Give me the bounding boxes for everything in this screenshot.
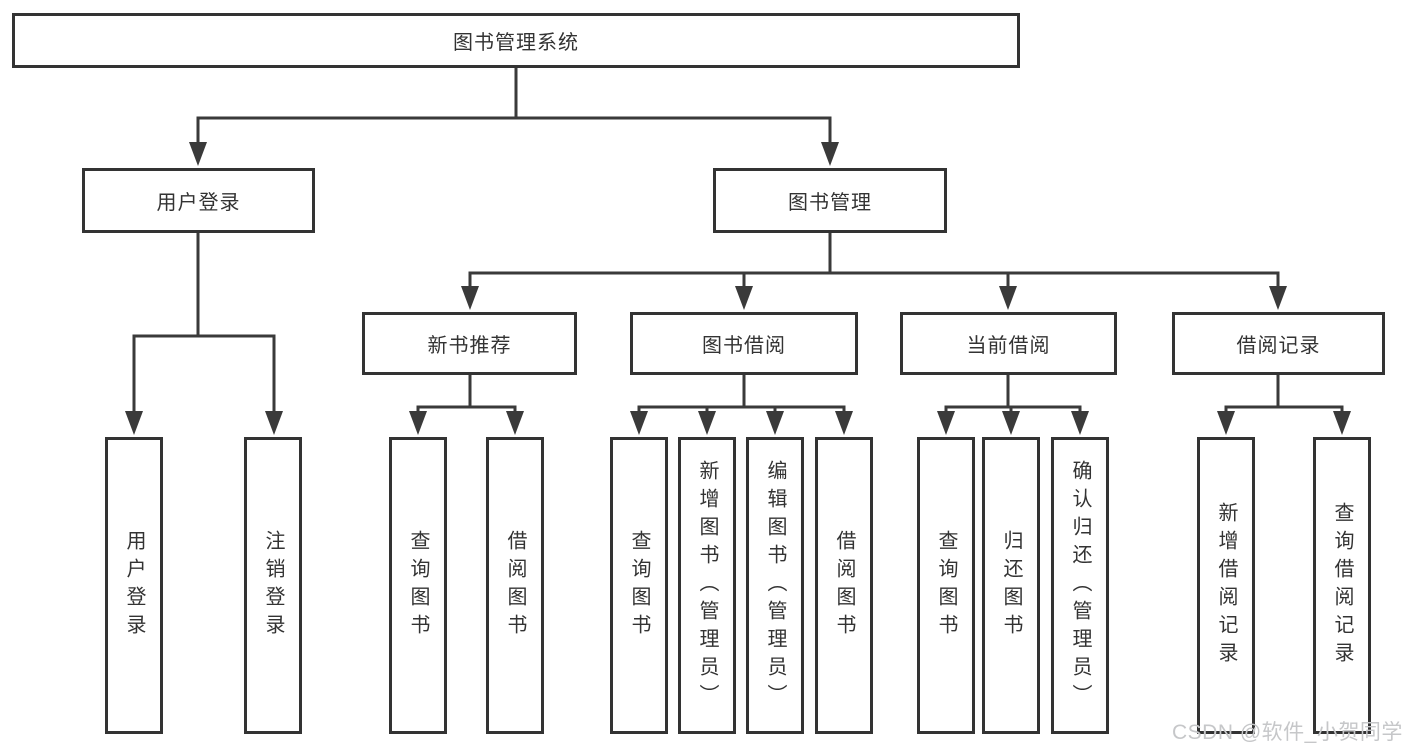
node-label: 归还图书 (1000, 529, 1022, 642)
csdn-watermark: CSDN @软件_小贺同学 (1172, 721, 1403, 744)
node-leaf-borrow-books-rec: 借阅图书 (486, 437, 544, 734)
node-label: 查询图书 (935, 529, 957, 642)
node-label: 借阅图书 (833, 529, 855, 642)
node-label: 确认归还（管理员） (1069, 459, 1091, 712)
node-label: 借阅记录 (1236, 335, 1321, 357)
node-label: 新增图书（管理员） (696, 459, 718, 712)
node-label: 注销登录 (262, 529, 284, 642)
connector-book-borrowing-to-leaves (630, 373, 853, 435)
node-leaf-query-books-current: 查询图书 (917, 437, 975, 734)
node-label: 查询图书 (407, 529, 429, 642)
node-book-management: 图书管理 (713, 168, 947, 233)
node-label: 用户登录 (156, 192, 241, 214)
node-leaf-add-borrow-record: 新增借阅记录 (1197, 437, 1255, 734)
node-label: 查询图书 (628, 529, 650, 642)
connector-borrowing-records-to-leaves (1217, 373, 1351, 435)
node-book-borrowing: 图书借阅 (630, 312, 858, 375)
connector-root-to-level2 (189, 66, 839, 166)
connector-current-borrowing-to-leaves (937, 373, 1089, 435)
node-label: 编辑图书（管理员） (764, 459, 786, 712)
node-leaf-query-books-rec: 查询图书 (389, 437, 447, 734)
node-label: 图书借阅 (702, 335, 786, 357)
node-leaf-user-login: 用户登录 (105, 437, 163, 734)
node-label: 借阅图书 (504, 529, 526, 642)
node-label: 新增借阅记录 (1215, 501, 1237, 670)
node-new-book-recommendation: 新书推荐 (362, 312, 577, 375)
node-label: 新书推荐 (427, 335, 512, 357)
node-leaf-confirm-return-admin: 确认归还（管理员） (1051, 437, 1109, 734)
node-leaf-return-books: 归还图书 (982, 437, 1040, 734)
node-current-borrowing: 当前借阅 (900, 312, 1117, 375)
node-label: 图书管理系统 (453, 32, 579, 54)
node-library-management-system: 图书管理系统 (12, 13, 1020, 68)
node-leaf-query-books-borrow: 查询图书 (610, 437, 668, 734)
node-label: 当前借阅 (966, 335, 1051, 357)
node-leaf-logout: 注销登录 (244, 437, 302, 734)
node-user-login: 用户登录 (82, 168, 315, 233)
node-leaf-edit-books-admin: 编辑图书（管理员） (746, 437, 804, 734)
node-label: 图书管理 (788, 192, 872, 214)
node-label: 查询借阅记录 (1331, 501, 1353, 670)
connector-user-login-to-leaves (125, 231, 283, 435)
connector-book-management-to-level3 (461, 231, 1287, 310)
node-leaf-query-borrow-record: 查询借阅记录 (1313, 437, 1371, 734)
connector-new-book-rec-to-leaves (409, 373, 524, 435)
node-label: 用户登录 (123, 529, 145, 642)
node-borrowing-records: 借阅记录 (1172, 312, 1385, 375)
node-leaf-borrow-books: 借阅图书 (815, 437, 873, 734)
node-leaf-add-books-admin: 新增图书（管理员） (678, 437, 736, 734)
